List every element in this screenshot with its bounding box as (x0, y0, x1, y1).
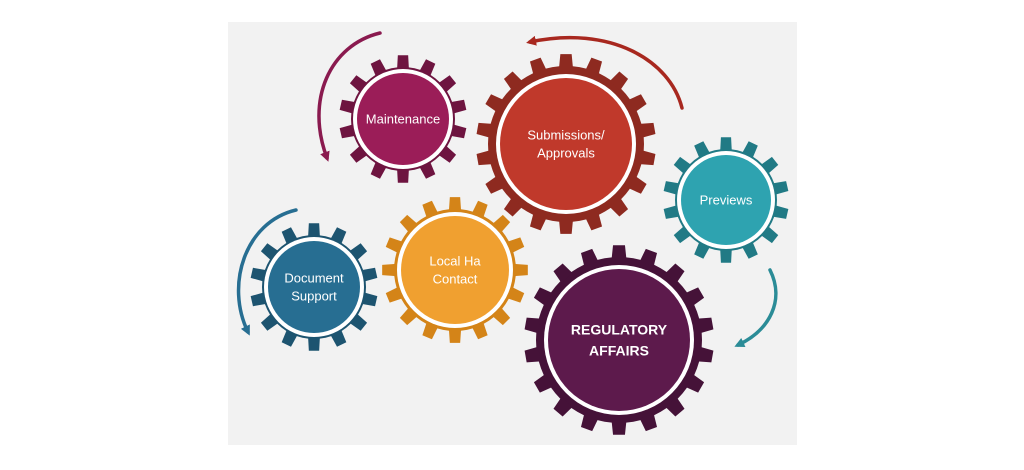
gear-hub-document-support (268, 241, 360, 333)
cycle-arrow-maintenance (317, 31, 382, 162)
gear-hub-regulatory-affairs (548, 269, 690, 411)
gear-hub-maintenance (357, 73, 449, 165)
cycle-arrow-submissions (526, 35, 684, 110)
gear-label-line: Approvals (537, 146, 595, 161)
gear-label-submissions: Submissions/Approvals (527, 128, 605, 161)
gear-label-maintenance: Maintenance (366, 112, 440, 127)
gear-label-line: Maintenance (366, 112, 440, 127)
gear-label-local-ha-contact: Local Ha Contact (429, 254, 481, 287)
gear-regulatory-affairs: REGULATORY AFFAIRS (524, 245, 714, 435)
gear-label-line: Contact (433, 272, 478, 287)
gear-maintenance: Maintenance (339, 55, 467, 183)
gear-label-line: Previews (700, 193, 753, 208)
gear-label-line: Local Ha (429, 254, 481, 269)
gear-previews: Previews (663, 137, 789, 263)
cycle-arrow-document-support (236, 208, 298, 336)
gear-hub-submissions (500, 78, 632, 210)
gear-layer: MaintenanceSubmissions/ApprovalsPreviews… (250, 54, 789, 435)
gear-hub-previews (681, 155, 771, 245)
gear-label-line: Document (284, 271, 344, 286)
gear-label-regulatory-affairs: REGULATORY AFFAIRS (571, 321, 668, 358)
gear-hub-local-ha-contact (401, 216, 509, 324)
gear-label-line: REGULATORY (571, 321, 668, 337)
cycle-arrow-previews (734, 268, 778, 347)
gear-label-line: Submissions/ (527, 128, 605, 143)
gear-local-ha-contact: Local Ha Contact (382, 197, 528, 343)
gear-label-line: Support (291, 289, 337, 304)
gear-label-previews: Previews (700, 193, 753, 208)
gear-label-line: AFFAIRS (589, 342, 649, 358)
gear-submissions: Submissions/Approvals (476, 54, 656, 234)
